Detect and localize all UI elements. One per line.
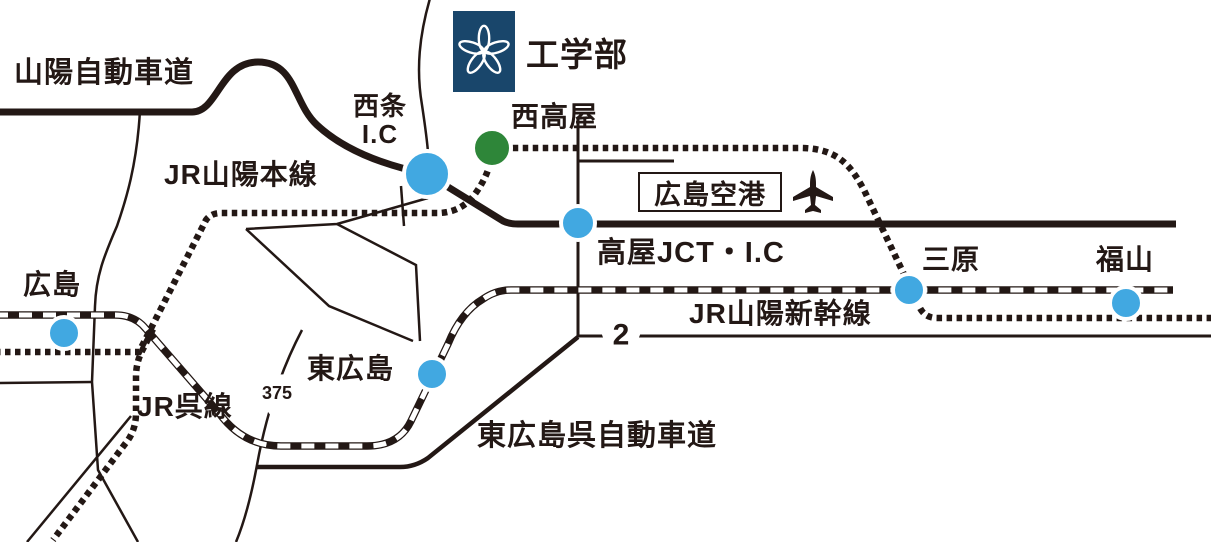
flower-emblem-icon [458,24,510,74]
label-higashi-hiroshima: 東広島 [307,353,395,384]
label-faculty: 工学部 [526,36,628,73]
hiroshima-airport-box: 広島空港 [638,172,782,212]
label-hiroshima: 広島 [23,269,82,300]
jr-local-lines [0,144,1211,542]
saijo-city-road-3 [245,228,414,343]
road-north-of-saijo [417,0,431,153]
label-jr-kure-line: JR呉線 [137,391,233,422]
airplane-icon [793,170,833,213]
higashi-hiroshima-station-dot [414,356,450,392]
label-fukuyama: 福山 [1096,244,1155,275]
label-mihara: 三原 [922,244,981,275]
faculty-logo [453,11,515,92]
nishi-takaya-station-dot [471,127,513,169]
route-2-roads [576,118,1211,338]
label-jr-sanyo-shinkansen: JR山陽新幹線 [689,298,872,329]
takaya-jct-ic-dot [559,204,597,242]
route-2-number: 2 [613,319,630,352]
road-west-branch [0,380,93,385]
sanyo-expressway-line [0,58,1176,228]
road-southwest-diagonal [26,415,132,542]
label-higashihiroshima-kure-expressway: 東広島呉自動車道 [477,420,718,452]
route-375-road [234,329,304,542]
mihara-station-dot [891,272,927,308]
takaya-vertical-road [576,118,1211,338]
saijo-city-road-4 [399,185,406,227]
label-takaya-jct-ic: 高屋JCT・I.C [597,237,785,269]
higashihiroshima-kure-expressway-line [257,335,580,470]
label-hiroshima-airport: 広島空港 [654,179,766,210]
route-375-shield: 375 [254,373,300,420]
label-saijo-ic: 西条 I.C [352,91,407,149]
label-jr-sanyo-main-line: JR山陽本線 [158,158,324,192]
saijo-city-road-2 [336,222,422,342]
local-roads [0,0,431,542]
saijo-ic-dot [402,149,452,199]
hiroshima-station-dot [46,315,82,351]
fukuyama-station-dot [1108,285,1144,321]
road-west-vertical [90,109,142,542]
label-nishi-takaya: 西高屋 [511,101,599,132]
route-375-number: 375 [262,383,292,403]
route-2-shield: 2 [598,316,644,363]
jr-sanyo-shinkansen-path [0,286,1173,450]
label-sanyo-expressway: 山陽自動車道 [14,57,195,89]
jr-kure-line-path [50,327,156,542]
